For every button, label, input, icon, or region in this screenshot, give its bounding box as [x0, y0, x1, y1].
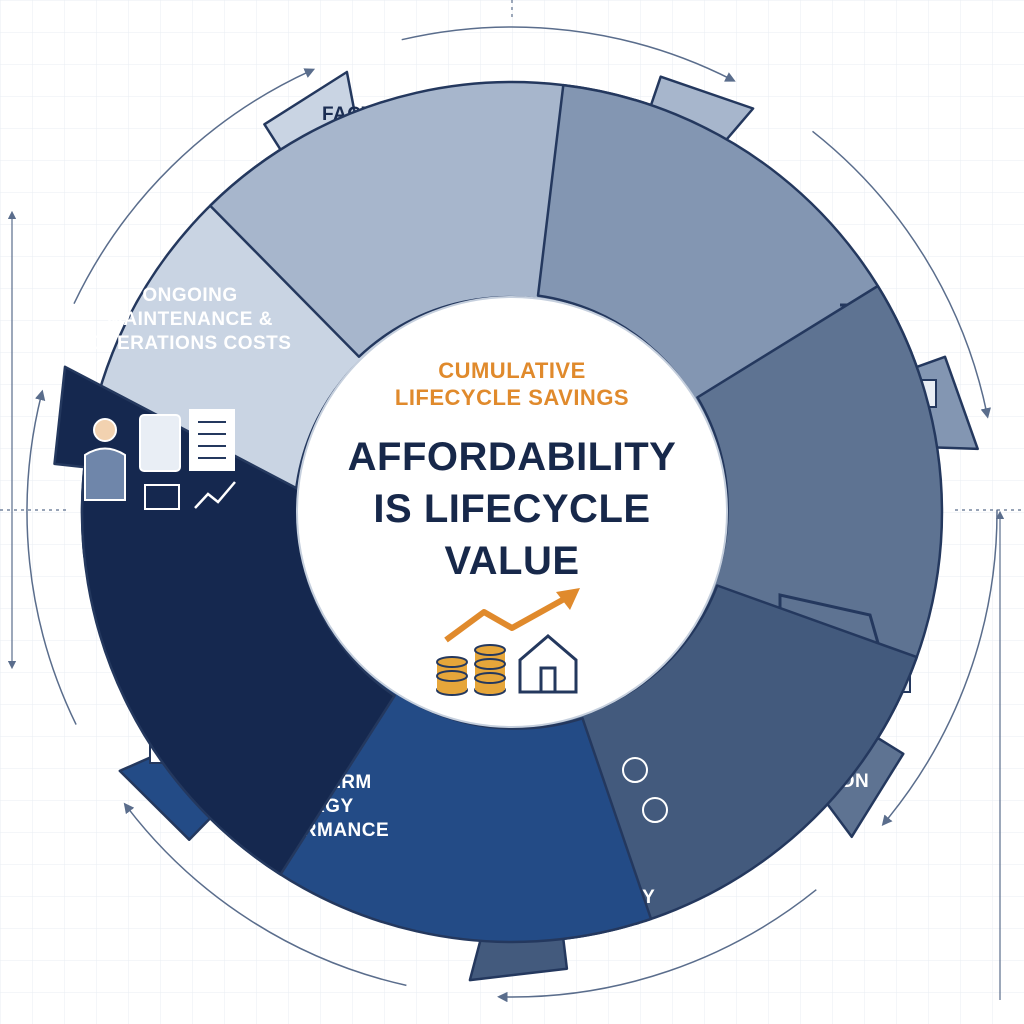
- center-title-line-1: AFFORDABILITY: [348, 435, 677, 479]
- center-title-line-2: IS LIFECYCLE: [373, 487, 650, 531]
- center-subtitle-line-1: CUMULATIVE: [438, 358, 586, 383]
- outer-arrow: [26, 389, 77, 725]
- stage-label-line: ONGOING: [142, 285, 237, 306]
- outer-arrow: [812, 130, 991, 419]
- outer-arrow: [123, 802, 407, 987]
- savings-coins-icon: [436, 644, 506, 696]
- outer-arrow: [497, 889, 817, 1003]
- center-hub: CUMULATIVE LIFECYCLE SAVINGS AFFORDABILI…: [296, 296, 728, 728]
- stage-label-line: OPERATIONS COSTS: [89, 333, 292, 354]
- outer-arrow: [401, 26, 736, 82]
- maintenance-person-icon: [84, 409, 236, 510]
- outer-arrow: [73, 68, 316, 305]
- stage-label-line: MAINTENANCE &: [107, 309, 273, 330]
- center-subtitle-line-2: LIFECYCLE SAVINGS: [395, 385, 629, 410]
- outer-arrow: [881, 509, 998, 826]
- stage-7: ONGOING MAINTENANCE & OPERATIONS COSTS: [53, 285, 396, 876]
- stage-ring: FACTORY-BUILTPRODUCTIONSITEPREPARATIONTR…: [53, 70, 979, 982]
- center-title-line-3: VALUE: [444, 539, 579, 583]
- home-icon: [518, 634, 578, 694]
- guide-lines: [0, 0, 1024, 1000]
- growth-arrow-icon: [444, 588, 580, 643]
- outer-cycle-arrows: [26, 26, 998, 1003]
